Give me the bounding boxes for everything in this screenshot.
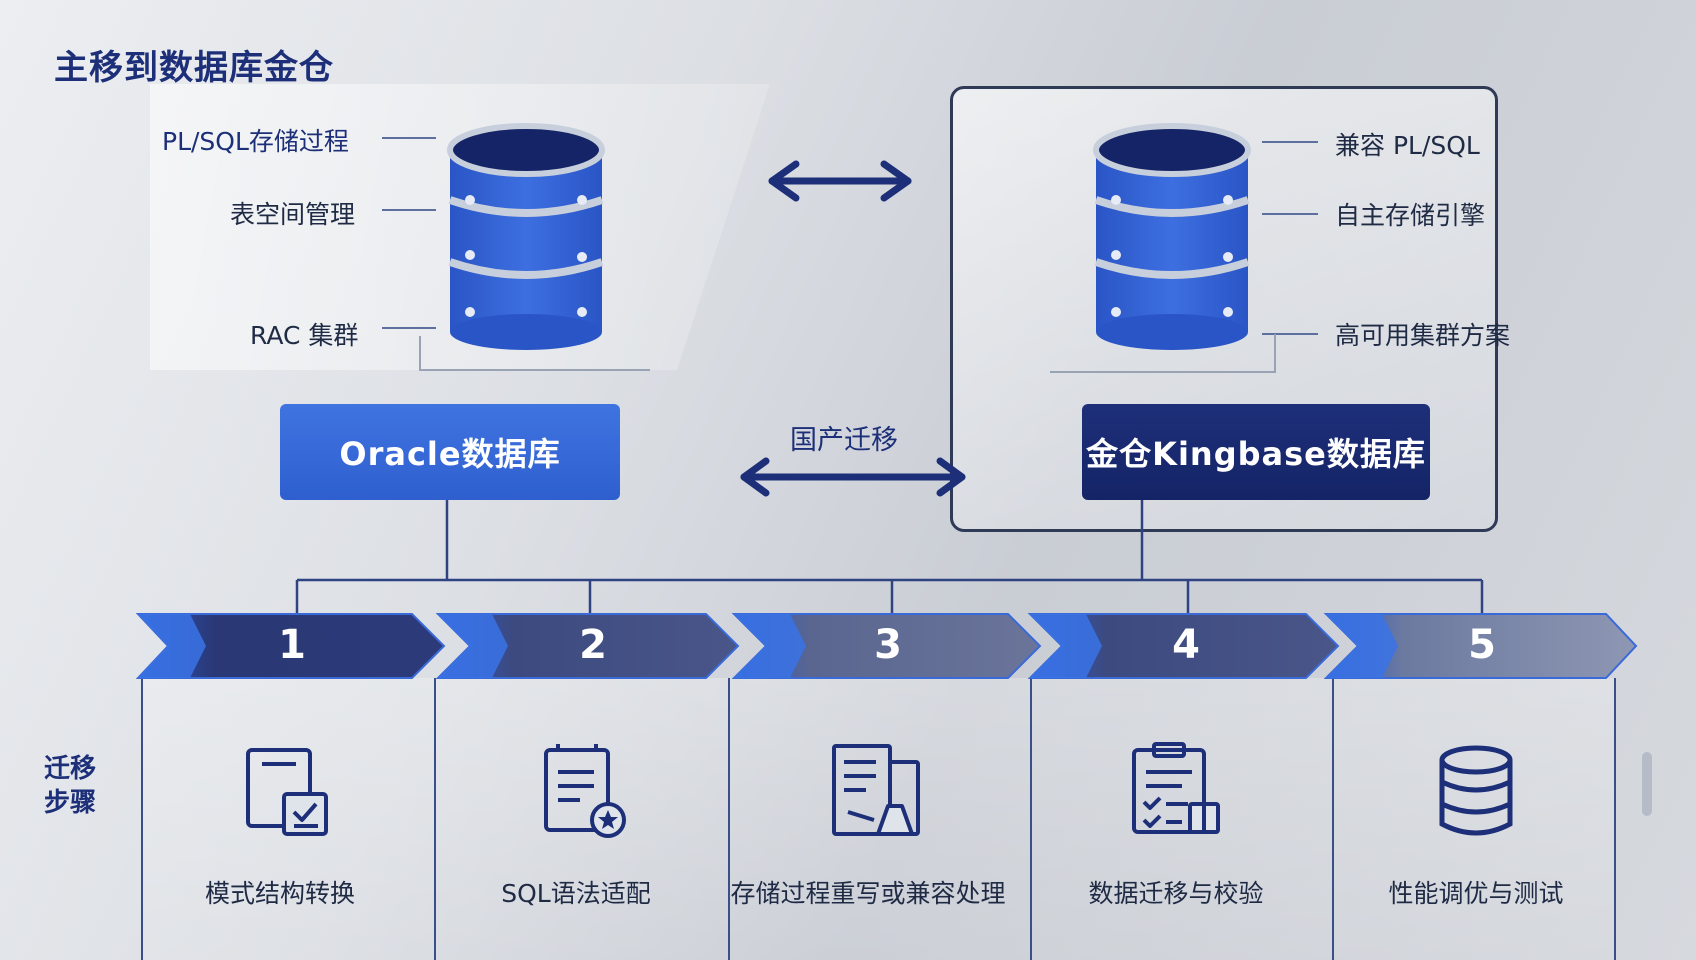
database-icon — [1426, 742, 1526, 846]
step-number-1: 1 — [278, 622, 306, 668]
page-title: 主移到数据库金仓 — [54, 48, 334, 88]
source-db-box: Oracle数据库 — [280, 404, 620, 500]
column-divider — [434, 678, 436, 960]
schema-convert-icon — [238, 742, 338, 846]
target-feature-3: 高可用集群方案 — [1335, 321, 1511, 350]
step-number-4: 4 — [1172, 622, 1200, 668]
steps-side-label-text: 迁移 步骤 — [44, 754, 97, 818]
column-divider — [1332, 678, 1334, 960]
target-feature-2: 自主存储引擎 — [1335, 201, 1486, 230]
column-divider — [1030, 678, 1032, 960]
target-db-box: 金仓Kingbase数据库 — [1082, 404, 1430, 500]
column-divider — [141, 678, 143, 960]
target-database-icon — [1093, 123, 1251, 350]
step-column-2 — [434, 678, 728, 960]
sql-adapt-icon — [536, 742, 636, 846]
migration-label: 国产迁移 — [790, 425, 898, 456]
step-column-3 — [728, 678, 1030, 960]
target-feature-1: 兼容 PL/SQL — [1335, 131, 1480, 160]
step-label-4: 数据迁移与校验 — [1088, 879, 1264, 908]
source-feature-3: RAC 集群 — [250, 321, 359, 350]
step-label-1: 模式结构转换 — [204, 879, 355, 908]
step-number-2: 2 — [579, 622, 607, 668]
step-number-3: 3 — [874, 622, 902, 668]
step-column-4 — [1030, 678, 1332, 960]
step-number-5: 5 — [1468, 622, 1496, 668]
migration-arrow-icon — [740, 457, 966, 497]
procedure-rewrite-icon — [830, 742, 930, 846]
source-feature-2: 表空间管理 — [230, 200, 356, 229]
step-label-5: 性能调优与测试 — [1388, 879, 1564, 908]
source-feature-1: PL/SQL存储过程 — [162, 127, 349, 156]
steps-chevron-banner — [135, 613, 1638, 679]
data-verify-icon — [1126, 742, 1226, 846]
scrollbar-thumb[interactable] — [1642, 752, 1652, 816]
step-label-2: SQL语法适配 — [501, 879, 651, 908]
source-database-icon — [447, 123, 605, 350]
column-divider — [1614, 678, 1616, 960]
sync-arrow-icon — [768, 160, 912, 202]
step-label-3: 存储过程重写或兼容处理 — [730, 879, 1006, 908]
step-column-5 — [1332, 678, 1614, 960]
steps-side-label: 迁移 步骤 — [44, 752, 104, 820]
column-divider — [728, 678, 730, 960]
